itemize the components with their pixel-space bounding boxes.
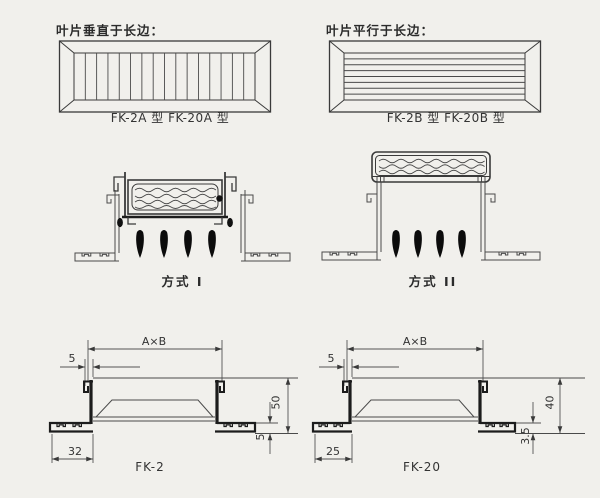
section-title-parallel: 叶片平行于长边： [326, 23, 435, 38]
grille-a-outer-frame [58, 40, 272, 113]
plenum-walls-2 [366, 182, 496, 260]
flange-arms-2 [321, 251, 541, 261]
fk2-dim-lip: 5 [68, 352, 76, 365]
fk2-dim-drop: 5 [254, 433, 267, 441]
fk2-dimension-lines [51, 340, 291, 463]
method1-airflow [136, 230, 216, 258]
flange-arms-1 [74, 252, 291, 262]
support-ledge-1 [122, 215, 228, 225]
fk20-dim-flange: 25 [326, 445, 340, 458]
method2-label: 方式 II [408, 274, 458, 289]
fasteners-1 [117, 195, 233, 228]
fk20-profile-frame [311, 380, 517, 433]
filter-media-waves-1 [134, 187, 217, 209]
grille-a-drawing [58, 40, 272, 113]
fk2-dim-width: A×B [141, 335, 167, 348]
grille-a-blades [84, 53, 245, 100]
grille-b-blades [344, 58, 525, 95]
method2-section-drawing [321, 151, 541, 261]
grille-b-outer-frame [328, 40, 542, 113]
fk20-profile-thin [352, 377, 585, 434]
grille-b-drawing [328, 40, 542, 113]
fk2-dimension-drawing [48, 340, 298, 463]
filter-media-waves-2 [378, 158, 485, 175]
fk2-profile-thin [93, 377, 298, 434]
filter-box-2 [371, 151, 491, 183]
fk20-dim-lip: 5 [327, 352, 335, 365]
fk20-model-label: FK-20 [402, 460, 442, 474]
fk2-model-label: FK-2 [135, 460, 165, 474]
fk2-profile-frame [48, 380, 257, 433]
section-title-perpendicular: 叶片垂直于长边： [56, 23, 165, 38]
fk20-dim-width: A×B [402, 335, 428, 348]
fk2-dim-height: 50 [269, 395, 283, 410]
fk20-dim-drop: 3.5 [519, 427, 532, 445]
method1-section-drawing [74, 172, 291, 262]
fk20-dimension-drawing [311, 340, 585, 463]
filter-clips-1 [113, 172, 237, 218]
fk20-dim-height: 40 [543, 395, 557, 410]
method1-label: 方式 I [161, 274, 204, 289]
plenum-walls-1 [106, 190, 254, 261]
type-label-b: FK-2B 型 FK-20B 型 [386, 111, 506, 125]
type-label-a: FK-2A 型 FK-20A 型 [110, 111, 230, 125]
method2-airflow [392, 230, 466, 258]
fk2-dim-flange: 32 [68, 445, 82, 458]
filter-rim-ticks-2 [376, 177, 486, 182]
filter-media-frame-2 [375, 155, 487, 176]
